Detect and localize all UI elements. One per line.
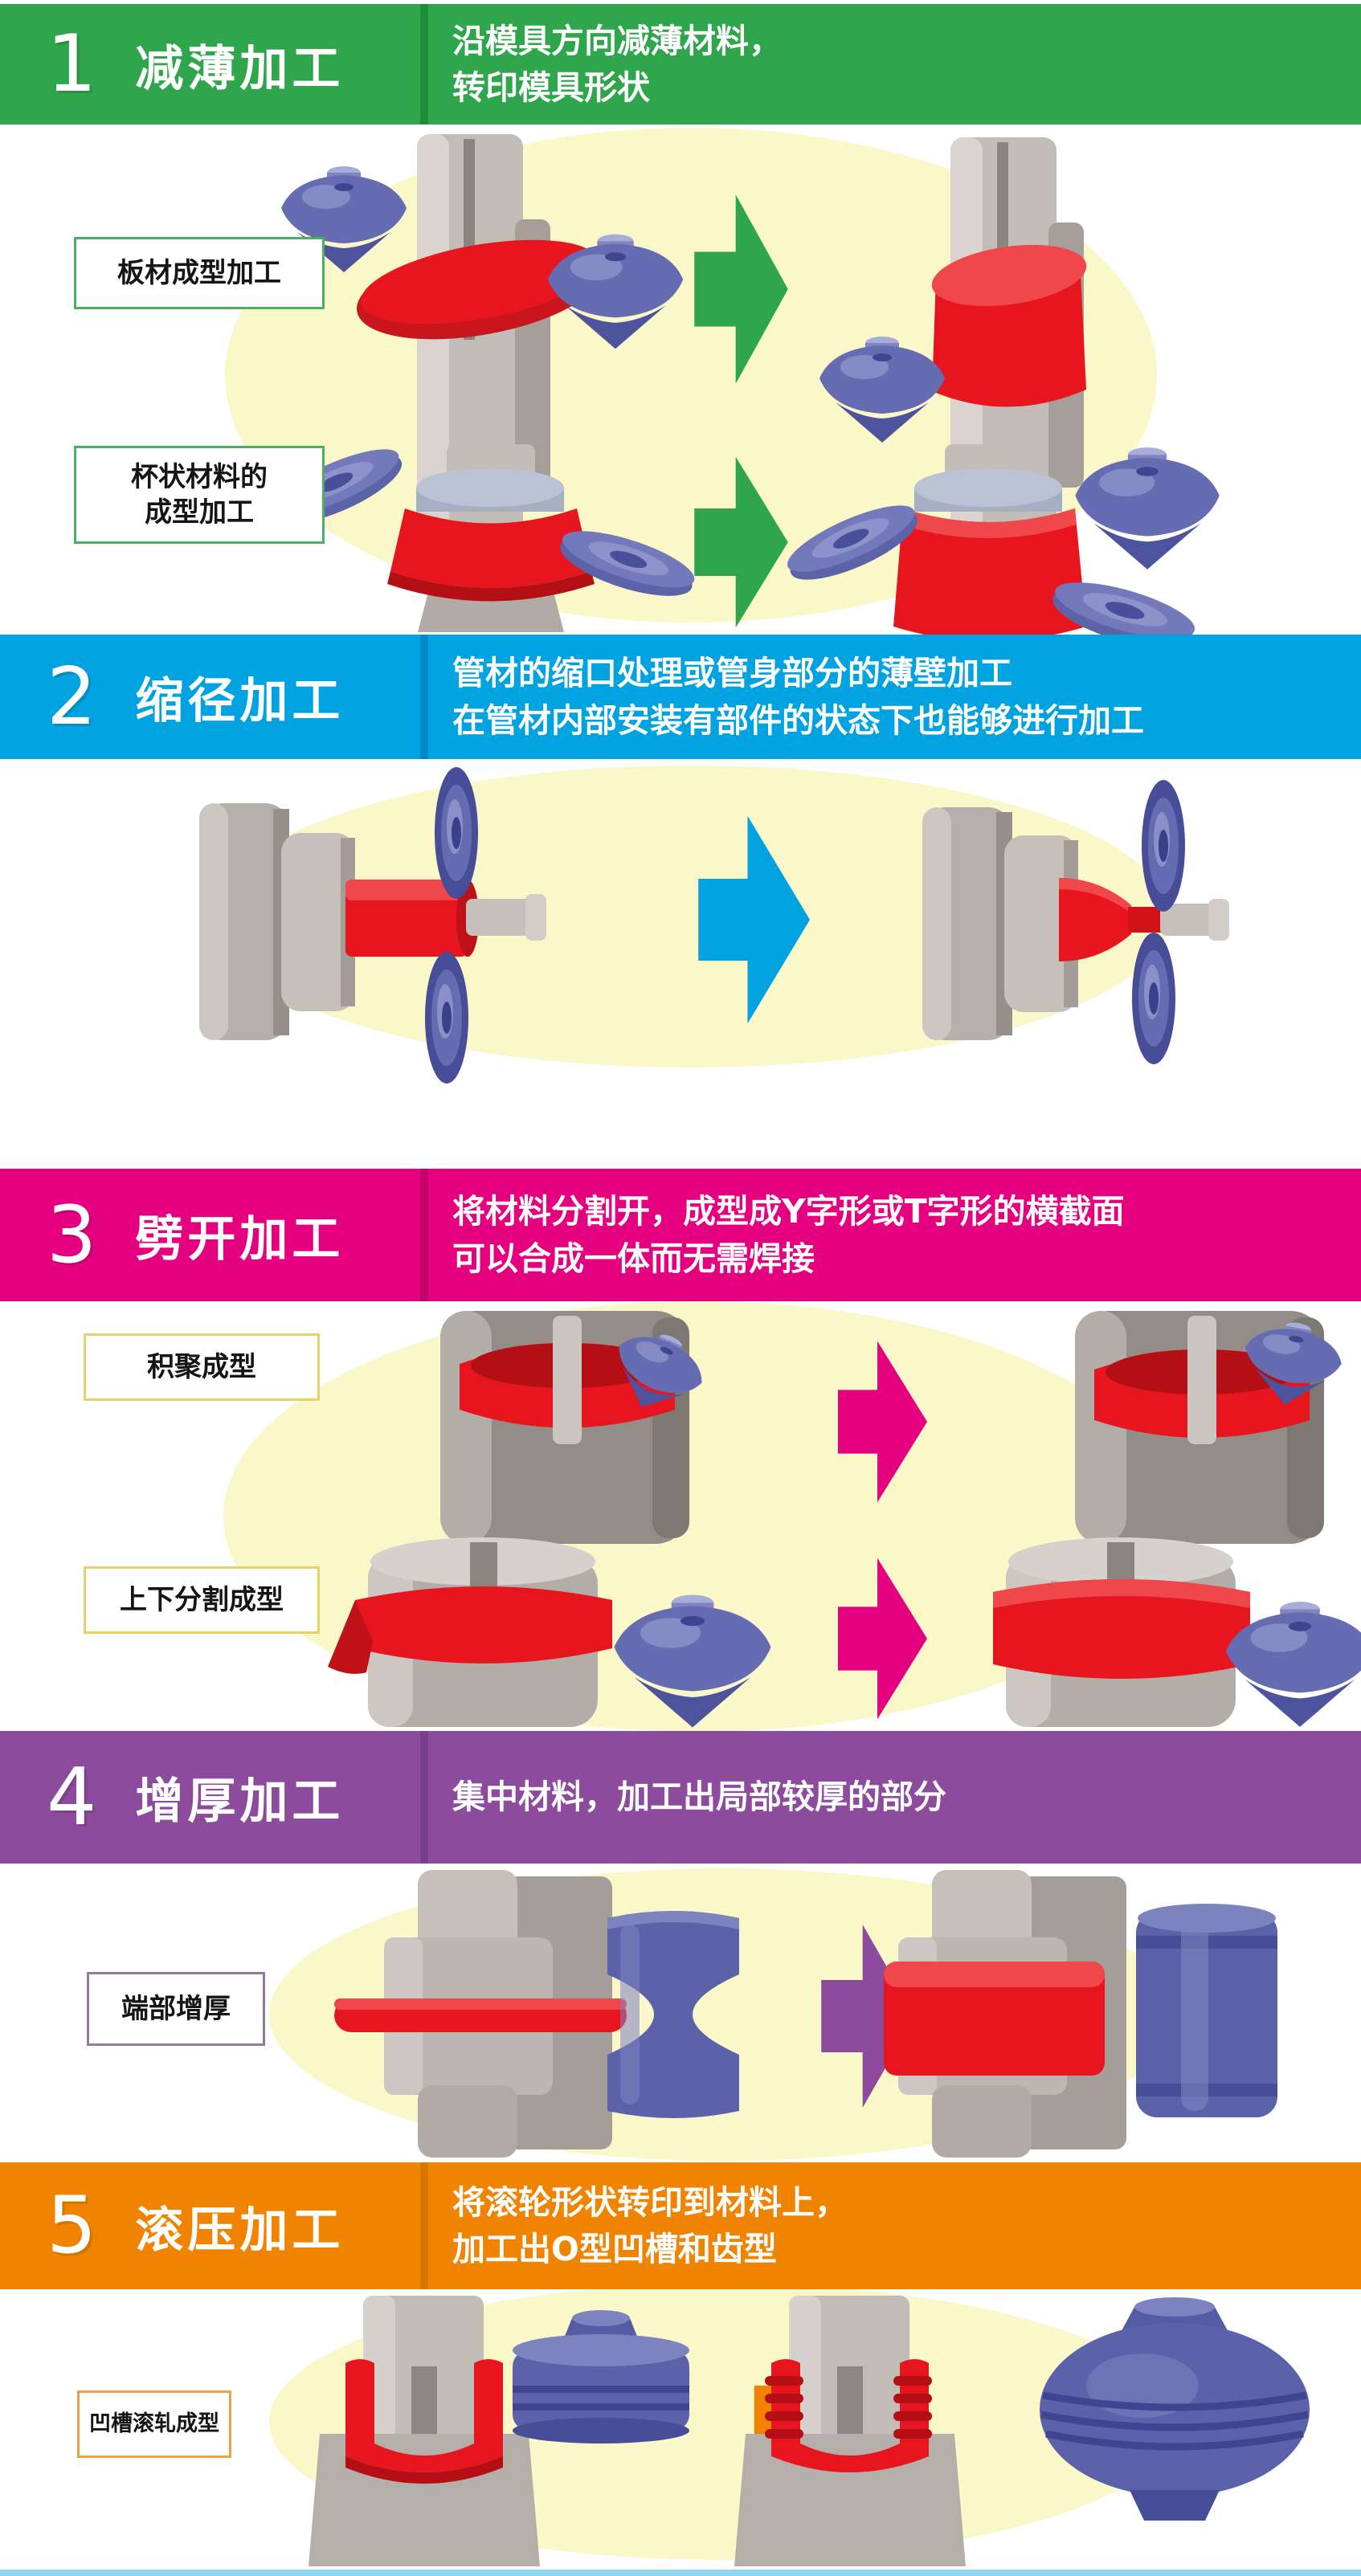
description-line: 加工出O型凹槽和齿型 (452, 2230, 777, 2268)
die-post (1187, 1316, 1216, 1444)
header-divider (420, 2162, 428, 2289)
section-number: 1 (47, 18, 97, 110)
section-2-header: 2 缩径加工 管材的缩口处理或管身部分的薄壁加工 在管材内部安装有部件的状态下也… (0, 635, 1361, 759)
caption-line: 杯状材料的 (131, 460, 268, 493)
section-1-art (225, 128, 1220, 635)
section-5-description: 将滚轮形状转印到材料上， 加工出O型凹槽和齿型 (428, 2162, 1361, 2289)
description-line: 在管材内部安装有部件的状态下也能够进行加工 (452, 700, 1144, 740)
die-shape (734, 2296, 966, 2566)
section-5-title-block: 5 滚压加工 (0, 2162, 420, 2289)
roller-tool-icon (435, 767, 478, 899)
die-post (553, 1316, 582, 1444)
caption-box: 上下分割成型 (84, 1566, 320, 1634)
roller-tool-icon (607, 1911, 739, 2118)
header-divider (420, 1169, 428, 1301)
section-title: 劈开加工 (135, 1211, 345, 1268)
caption-line: 端部增厚 (121, 1992, 231, 2025)
section-4-title-block: 4 增厚加工 (0, 1731, 420, 1864)
red-material (345, 880, 479, 957)
section-3: 3 劈开加工 将材料分割开，成型成Y字形或T字形的横截面 可以合成一体而无需焊接 (0, 1169, 1361, 1731)
section-2-description: 管材的缩口处理或管身部分的薄壁加工 在管材内部安装有部件的状态下也能够进行加工 (428, 635, 1361, 759)
roller-tool-icon (1142, 780, 1185, 912)
section-5: 5 滚压加工 将滚轮形状转印到材料上， 加工出O型凹槽和齿型 (0, 2162, 1361, 2570)
caption-line: 成型加工 (145, 496, 254, 529)
description-line: 沿模具方向减薄材料， (452, 21, 782, 60)
section-title: 减薄加工 (135, 40, 345, 97)
section-1-description: 沿模具方向减薄材料， 转印模具形状 (428, 4, 1361, 125)
caption-line: 板材成型加工 (117, 256, 281, 289)
section-5-header: 5 滚压加工 将滚轮形状转印到材料上， 加工出O型凹槽和齿型 (0, 2162, 1361, 2289)
roller-tool-icon (425, 952, 468, 1084)
red-material (931, 244, 1087, 407)
roller-tool-icon (1136, 1904, 1277, 2117)
description-line: 转印模具形状 (452, 68, 650, 107)
red-material (1059, 878, 1163, 961)
mandrel-shape (1160, 899, 1229, 941)
red-material (345, 2359, 503, 2484)
red-material (357, 239, 603, 340)
section-2: 2 缩径加工 管材的缩口处理或管身部分的薄壁加工 在管材内部安装有部件的状态下也… (0, 635, 1361, 1169)
section-title: 增厚加工 (135, 1774, 345, 1830)
chuck-spindle (922, 807, 1078, 1040)
caption-box: 凹槽滚轧成型 (77, 2390, 231, 2458)
red-material (884, 1962, 1105, 2076)
section-4: 4 增厚加工 集中材料，加工出局部较厚的部分 (0, 1731, 1361, 2162)
section-5-illustration: 凹槽滚轧成型 (0, 2289, 1361, 2570)
section-2-title-block: 2 缩径加工 (0, 635, 420, 759)
section-3-illustration: 积聚成型 上下分割成型 (0, 1301, 1361, 1731)
caption-box: 端部增厚 (87, 1972, 265, 2046)
red-material (387, 508, 595, 602)
section-4-illustration: 端部增厚 (0, 1864, 1361, 2162)
description-line: 管材的缩口处理或管身部分的薄壁加工 (452, 654, 1012, 693)
caption-box: 板材成型加工 (74, 237, 325, 309)
red-material (893, 508, 1086, 635)
section-4-header: 4 增厚加工 集中材料，加工出局部较厚的部分 (0, 1731, 1361, 1864)
section-1-header: 1 减薄加工 沿模具方向减薄材料， 转印模具形状 (0, 4, 1361, 125)
section-3-title-block: 3 劈开加工 (0, 1169, 420, 1301)
section-3-description: 将材料分割开，成型成Y字形或T字形的横截面 可以合成一体而无需焊接 (428, 1169, 1361, 1301)
section-4-description: 集中材料，加工出局部较厚的部分 (428, 1731, 1361, 1864)
section-title: 滚压加工 (135, 2202, 345, 2259)
die-shape (914, 444, 1062, 512)
header-divider (420, 4, 428, 125)
section-5-art (269, 2289, 1310, 2566)
red-material (328, 1586, 612, 1674)
mandrel-shape (466, 894, 546, 941)
description-line: 可以合成一体而无需焊接 (452, 1239, 815, 1278)
section-1: 1 减薄加工 沿模具方向减薄材料， 转印模具形状 (0, 4, 1361, 635)
section-4-art (269, 1868, 1277, 2161)
description-line: 集中材料，加工出局部较厚的部分 (452, 1778, 946, 1817)
footer-strip (0, 2570, 1361, 2576)
caption-box: 杯状材料的 成型加工 (74, 446, 325, 544)
section-2-illustration (0, 759, 1361, 1169)
section-2-art (199, 765, 1229, 1084)
roller-tool-icon (513, 2310, 689, 2443)
section-3-header: 3 劈开加工 将材料分割开，成型成Y字形或T字形的横截面 可以合成一体而无需焊接 (0, 1169, 1361, 1301)
header-divider (420, 1731, 428, 1864)
section-number: 5 (47, 2180, 97, 2272)
description-line: 将滚轮形状转印到材料上， (452, 2182, 848, 2222)
section-1-illustration: 板材成型加工 杯状材料的 成型加工 (0, 125, 1361, 635)
red-material (334, 1998, 627, 2032)
roller-tool-icon (1132, 933, 1175, 1064)
section-3-art (223, 1301, 1361, 1731)
red-material (993, 1579, 1250, 1679)
caption-line: 积聚成型 (147, 1350, 256, 1383)
caption-line: 上下分割成型 (120, 1583, 284, 1616)
chuck-spindle (199, 803, 355, 1040)
section-number: 4 (47, 1751, 97, 1843)
section-1-title-block: 1 减薄加工 (0, 4, 420, 125)
red-material (765, 2359, 932, 2472)
section-number: 3 (47, 1189, 97, 1281)
caption-box: 积聚成型 (84, 1333, 320, 1401)
roller-tool-icon (1040, 2297, 1310, 2521)
description-line: 将材料分割开，成型成Y字形或T字形的横截面 (452, 1192, 1125, 1231)
section-number: 2 (47, 651, 97, 743)
header-divider (420, 635, 428, 759)
caption-line: 凹槽滚轧成型 (89, 2411, 219, 2437)
section-title: 缩径加工 (135, 673, 345, 729)
